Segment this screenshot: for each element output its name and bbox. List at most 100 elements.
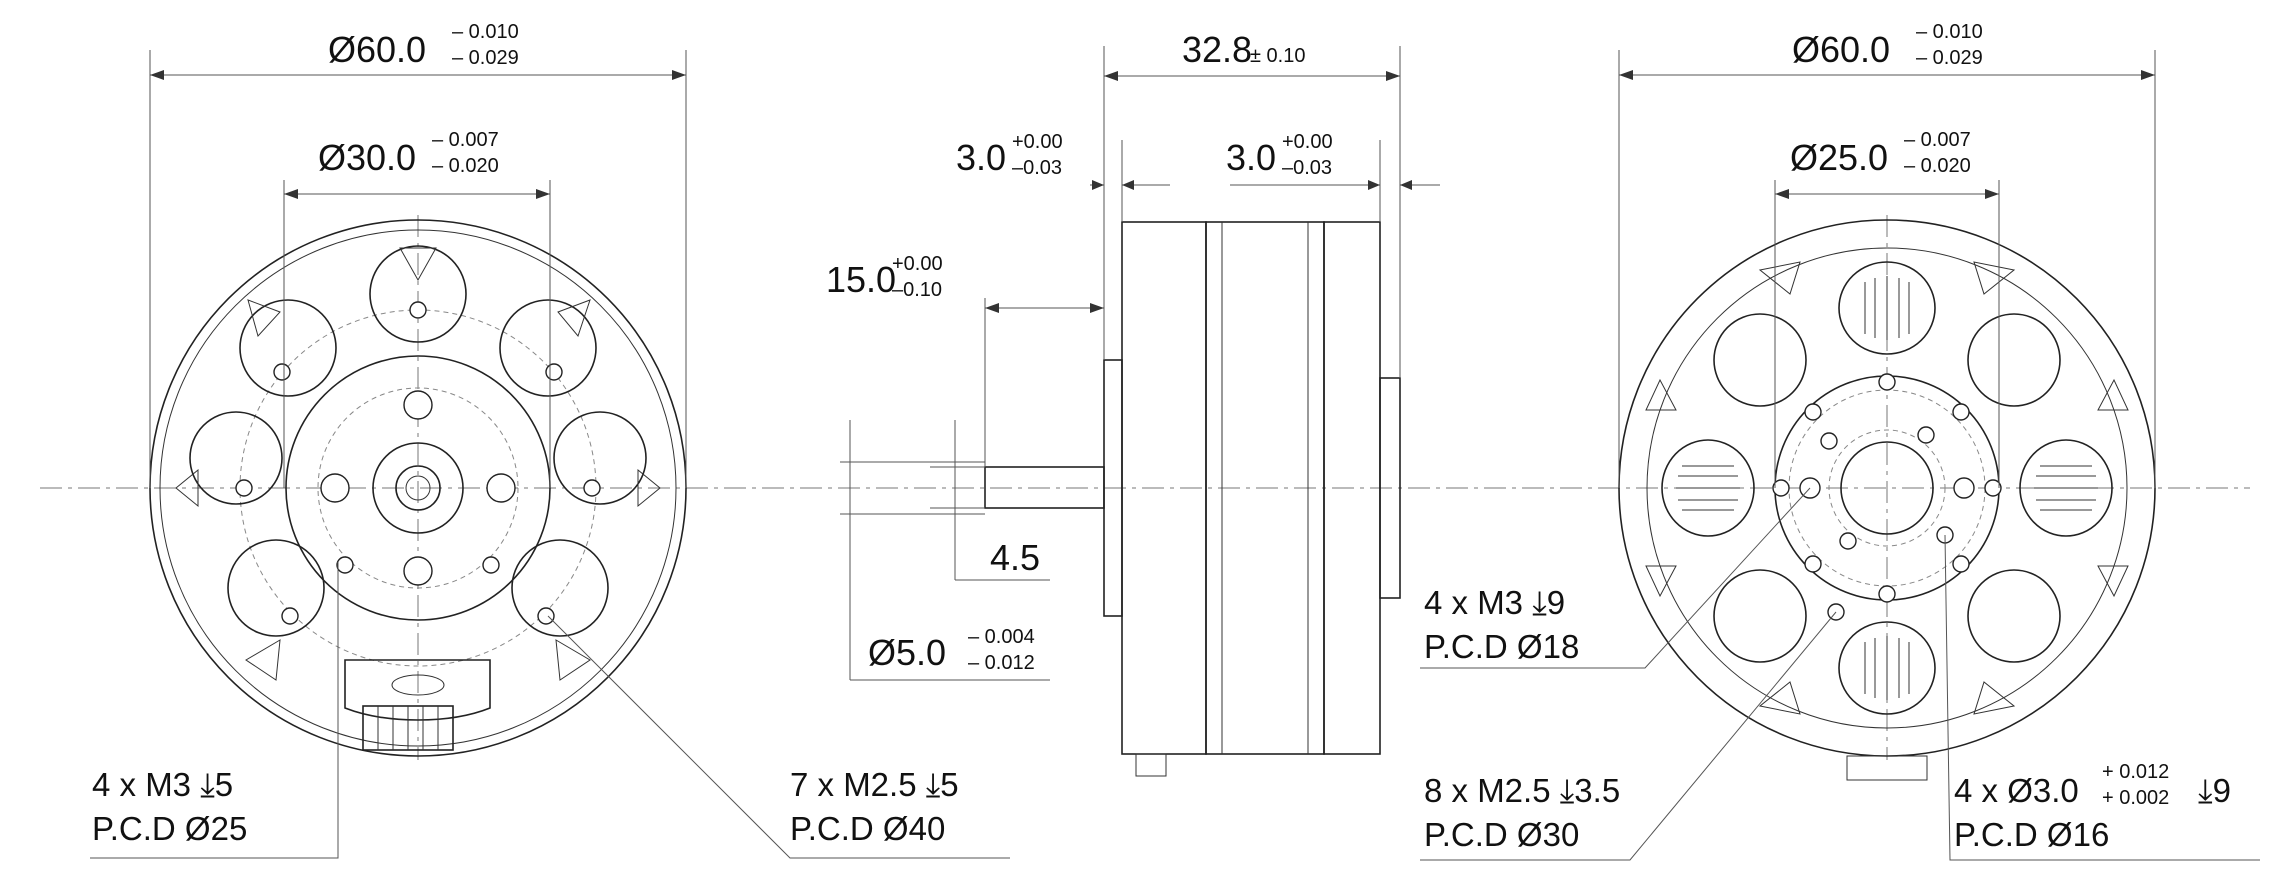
rear-outer-dia-dim: Ø60.0 – 0.010 – 0.029	[1618, 21, 2156, 488]
m3-hole	[1953, 477, 1975, 499]
rear-inner-dia-tol-lower: – 0.020	[1904, 155, 1971, 177]
side-flange-right-tol-upper: +0.00	[1282, 131, 1333, 153]
vent-window	[369, 245, 467, 343]
front-outer-dia-nominal: Ø60.0	[328, 29, 426, 70]
connector-housing	[344, 659, 491, 721]
m25-hole	[1952, 403, 1970, 421]
triangle-cutout	[399, 247, 437, 282]
m3-hole	[320, 473, 350, 503]
rear-pcd16-circle	[1828, 429, 1946, 547]
side-connector-pins	[1135, 753, 1167, 777]
front-inner-dia-tol-lower: – 0.020	[432, 155, 499, 177]
rear-inner-dia-nominal: Ø25.0	[1790, 137, 1888, 178]
m25-hole	[545, 363, 563, 381]
front-inner-dia-dim: Ø30.0 – 0.007 – 0.020	[283, 129, 551, 488]
dowel-hole	[1917, 426, 1935, 444]
front-outer-dia-tol-upper: – 0.010	[452, 21, 519, 43]
front-pcd25-circle	[317, 387, 519, 589]
rear-stator-windings	[1661, 261, 2113, 715]
front-triangle-cutouts	[175, 247, 661, 681]
stator-winding	[1967, 313, 2061, 407]
triangle-cutout	[557, 299, 591, 338]
front-m25-leader	[547, 615, 1010, 859]
rear-dowel-leader	[1944, 534, 2260, 861]
front-inner-dia-tol-upper: – 0.007	[432, 129, 499, 151]
triangle-cutout	[245, 639, 281, 681]
vent-window	[227, 539, 325, 637]
m25-hole	[1804, 555, 1822, 573]
side-flange-right-nominal: 3.0	[1226, 137, 1276, 178]
stator-winding	[1967, 569, 2061, 663]
m25-hole	[1952, 555, 1970, 573]
m25-hole	[1878, 585, 1896, 603]
rear-note-a-line1: 4 x M3 ⤓9	[1424, 584, 1565, 621]
rear-m3-leader	[1420, 487, 1811, 669]
rear-outer-slots	[1645, 261, 2129, 715]
rear-note-c-line1: 4 x Ø3.0	[1954, 772, 2079, 809]
rear-note-b-line1: 8 x M2.5 ⤓3.5	[1424, 772, 1620, 809]
m3-hole	[1820, 432, 1838, 450]
side-rear-flange	[1379, 377, 1401, 599]
front-note-right-line2: P.C.D Ø40	[790, 810, 945, 847]
m25-hole	[537, 607, 555, 625]
stator-winding	[2019, 439, 2113, 537]
side-length-tol: ± 0.10	[1250, 45, 1305, 67]
stator-winding	[1661, 439, 1755, 537]
front-outer-dia-dim: Ø60.0 – 0.010 – 0.029	[149, 21, 687, 488]
side-shaft-length-tol-upper: +0.00	[892, 253, 943, 275]
outer-slot	[2097, 378, 2129, 411]
rear-inner-dia-dim: Ø25.0 – 0.007 – 0.020	[1774, 129, 2000, 488]
side-view: 32.8 ± 0.10 3.0 +0.00 –0.03 3.0 +0.00 –0…	[826, 29, 1440, 777]
front-inner-dia-nominal: Ø30.0	[318, 137, 416, 178]
m25-hole	[273, 363, 291, 381]
front-rim-inner-edge	[159, 229, 677, 747]
vent-window	[239, 299, 337, 397]
rear-stator-ring	[1646, 247, 2128, 729]
m3-hole	[336, 556, 354, 574]
outer-slot	[1645, 378, 1677, 411]
vent-window	[511, 539, 609, 637]
front-shaft-end	[405, 475, 431, 501]
m3-hole	[482, 556, 500, 574]
rear-view: Ø60.0 – 0.010 – 0.029 Ø25.0 – 0.007 – 0.…	[1420, 21, 2260, 861]
triangle-cutout	[175, 468, 199, 508]
front-shaft	[395, 465, 441, 511]
side-shaft-length-nominal: 15.0	[826, 259, 896, 300]
outer-slot	[1758, 681, 1801, 715]
m25-hole	[583, 479, 601, 497]
triangle-cutout	[637, 468, 661, 508]
rear-m25-holes	[1772, 373, 2002, 603]
side-flange-left-tol-lower: –0.03	[1012, 157, 1062, 179]
rear-note-c-suffix: ⤓9	[2198, 772, 2231, 809]
m25-hole	[1804, 403, 1822, 421]
side-flange-left-nominal: 3.0	[956, 137, 1006, 178]
rear-note-c-tol-lower: + 0.002	[2102, 787, 2169, 809]
rear-connector-pins	[1846, 755, 1928, 781]
rear-note-b-line2: P.C.D Ø30	[1424, 816, 1579, 853]
m3-hole	[486, 473, 516, 503]
side-length-nominal: 32.8	[1182, 29, 1252, 70]
side-shaft-dia-tol-upper: – 0.004	[968, 626, 1035, 648]
rear-center-bore	[1840, 441, 1934, 535]
rear-outer-dia-tol-upper: – 0.010	[1916, 21, 1983, 43]
front-m3-holes	[320, 390, 516, 586]
stator-winding	[1713, 313, 1807, 407]
outer-slot	[1973, 681, 2016, 715]
stator-winding	[1713, 569, 1807, 663]
front-view: Ø60.0 – 0.010 – 0.029 Ø30.0 – 0.007 – 0.…	[90, 21, 1010, 859]
triangle-cutout	[247, 299, 281, 338]
front-shaft-boss	[372, 442, 464, 534]
side-shaft	[984, 466, 1105, 509]
rear-inner-holes	[1799, 426, 1975, 621]
rear-note-c-line2: P.C.D Ø16	[1954, 816, 2109, 853]
front-note-left-line1: 4 x M3 ⤓5	[92, 766, 233, 803]
triangle-cutout	[555, 639, 591, 681]
rear-note-a-line2: P.C.D Ø18	[1424, 628, 1579, 665]
outer-slot	[2097, 565, 2129, 598]
logo-mark	[391, 674, 445, 696]
side-flange-right-tol-lower: –0.03	[1282, 157, 1332, 179]
rear-outer-dia-nominal: Ø60.0	[1792, 29, 1890, 70]
front-vent-windows	[189, 245, 647, 637]
dowel-hole	[1839, 532, 1857, 550]
m25-hole	[281, 607, 299, 625]
